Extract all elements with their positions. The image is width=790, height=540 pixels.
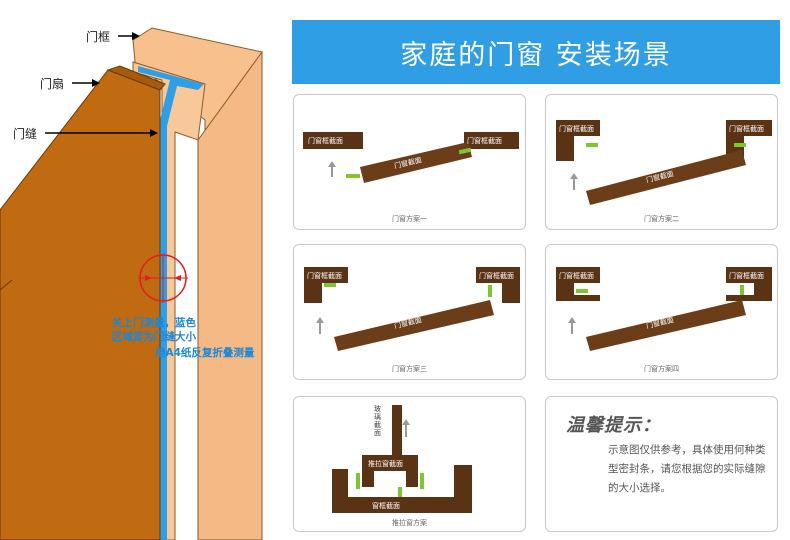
up-arrow-icon — [402, 419, 410, 437]
door-illustration — [0, 27, 263, 540]
measure-note-line2: 区域即为门缝大小 — [112, 331, 196, 343]
scheme-panel-2: 门窗框截面 门窗框截面 门窗截面 门窗方案二 — [545, 94, 778, 230]
leaf-section — [586, 300, 746, 351]
frame-label-left: 门窗框截面 — [559, 124, 594, 133]
seal-strip — [488, 285, 492, 297]
label-door-leaf: 门扇 — [40, 77, 65, 91]
scheme-panel-3: 门窗框截面 门窗框截面 门窗截面 门窗方案三 — [293, 244, 526, 380]
leaf-section — [360, 142, 472, 183]
scheme-panel-1: 门窗框截面 门窗框截面 门窗截面 门窗方案一 — [293, 94, 526, 230]
tips-body: 示意图仅供参考，具体使用何种类型密封条，请您根据您的实际缝隙的大小选择。 — [608, 444, 766, 494]
sliding-sash-section — [362, 455, 418, 471]
measure-note-line1: 关上门测量，蓝色 — [112, 317, 196, 329]
up-arrow-icon — [570, 173, 578, 190]
seal-strip — [734, 143, 746, 147]
seal-strip — [586, 143, 598, 147]
scheme-caption: 推拉窗方案 — [392, 519, 427, 527]
frame-label-left: 门窗框截面 — [559, 271, 594, 280]
frame-section-right — [464, 132, 519, 149]
frame-label-right: 门窗框截面 — [467, 136, 502, 145]
seal-strip — [346, 174, 360, 178]
measure-note-line3: 用A4纸反复折叠测量 — [155, 347, 255, 359]
seal-strip — [356, 473, 360, 489]
up-arrow-icon — [328, 161, 336, 177]
scheme-caption: 门窗方案二 — [644, 215, 679, 223]
leaf-section — [586, 150, 746, 205]
tips-title: 温馨提示： — [566, 415, 661, 436]
frame-section-left — [303, 132, 363, 149]
seal-strip — [398, 487, 402, 497]
tips-panel: 温馨提示： 示意图仅供参考，具体使用何种类型密封条，请您根据您的实际缝隙的大小选… — [545, 396, 778, 532]
scheme-caption: 门窗方案四 — [644, 365, 679, 373]
scheme-caption: 门窗方案一 — [392, 215, 427, 223]
label-door-frame: 门框 — [86, 30, 111, 44]
sash-label: 推拉窗截面 — [368, 459, 403, 468]
seal-strip — [324, 283, 336, 287]
frame-label-right: 门窗框截面 — [479, 271, 514, 280]
up-arrow-icon — [568, 317, 576, 334]
seal-strip — [458, 147, 472, 155]
scheme-panel-5: 推拉窗截面 窗框截面 玻璃截面 推拉窗方案 — [293, 396, 526, 532]
frame-label-right: 门窗框截面 — [729, 124, 764, 133]
scheme-panel-4: 门窗框截面 门窗框截面 门窗截面 门窗方案四 — [545, 244, 778, 380]
seal-strip — [420, 473, 424, 489]
scheme-caption: 门窗方案三 — [392, 365, 427, 373]
door-leaf-edge — [106, 65, 166, 91]
leaf-section — [334, 300, 494, 351]
frame-label-left: 门窗框截面 — [308, 136, 343, 145]
glass-section — [392, 405, 402, 457]
page-title: 家庭的门窗 安装场景 — [292, 20, 780, 84]
frame-label-left: 门窗框截面 — [307, 271, 342, 280]
label-door-gap: 门缝 — [13, 127, 38, 141]
glass-label: 玻璃截面 — [374, 405, 381, 437]
seal-strip — [740, 285, 744, 295]
door-frame-side — [197, 50, 263, 540]
frame-label: 窗框截面 — [372, 501, 400, 510]
door-leaf-face — [0, 69, 161, 540]
seal-strip — [576, 289, 588, 293]
up-arrow-icon — [316, 317, 324, 334]
frame-label-right: 门窗框截面 — [729, 271, 764, 280]
door-gap-vertical — [160, 125, 167, 540]
